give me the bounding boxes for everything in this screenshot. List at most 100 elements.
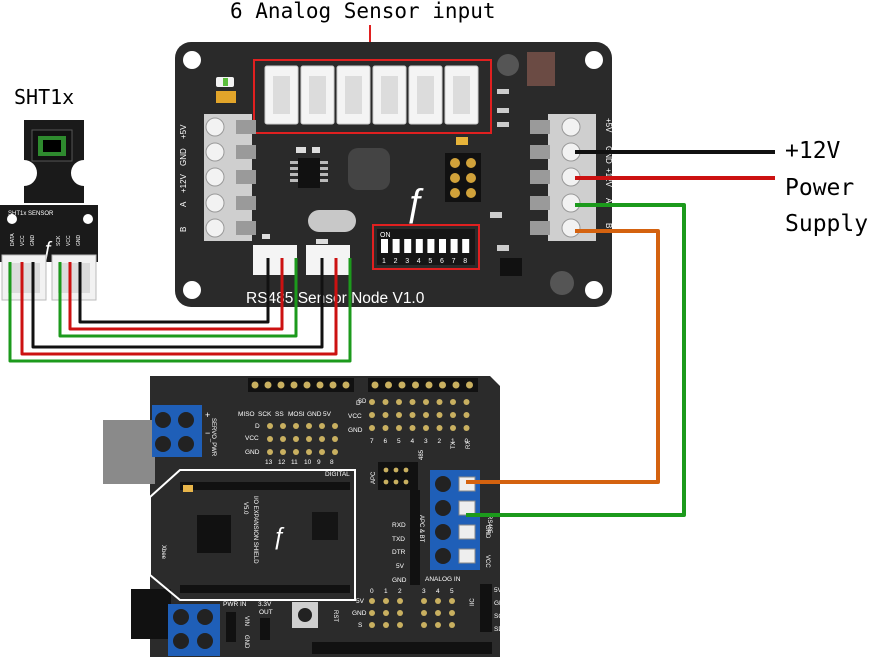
dip-switch-toggle-5[interactable] bbox=[427, 239, 435, 253]
digital-pin bbox=[267, 449, 273, 455]
digital-pin bbox=[450, 412, 456, 418]
digital-pin bbox=[280, 436, 286, 442]
digital-pin bbox=[306, 449, 312, 455]
left-pin-gnd: GND bbox=[179, 148, 188, 166]
analog-5v-label: 5V bbox=[356, 598, 365, 605]
header-pin bbox=[342, 381, 350, 389]
digital-pin bbox=[293, 449, 299, 455]
header-pin bbox=[329, 381, 337, 389]
sht-gnd1-wire bbox=[8, 258, 352, 363]
dip-on-label: ON bbox=[380, 232, 391, 239]
dip-switch-toggle-6[interactable] bbox=[439, 239, 446, 253]
pin-label-9: 9 bbox=[317, 459, 321, 466]
digital-pin bbox=[423, 425, 429, 431]
header-pin bbox=[277, 381, 285, 389]
sht-vcc1-wire bbox=[20, 258, 338, 356]
analog-pin bbox=[435, 622, 441, 628]
analog-pin-label-4: 4 bbox=[436, 588, 440, 595]
digital-pin bbox=[306, 436, 312, 442]
sht1x-pin-data: DATA bbox=[10, 233, 16, 246]
dip-switch-toggle-4[interactable] bbox=[415, 239, 423, 253]
analog-pin bbox=[435, 598, 441, 604]
analog-pin bbox=[369, 598, 375, 604]
isp-gnd: GND bbox=[307, 411, 322, 418]
digital-pin bbox=[396, 412, 402, 418]
digital-pin bbox=[319, 423, 325, 429]
sht1x-pin-vcc1: VCC bbox=[20, 235, 26, 246]
digital-pin bbox=[423, 412, 429, 418]
analog-header-highlight bbox=[253, 59, 492, 134]
digital-pin bbox=[369, 399, 375, 405]
digital-pin bbox=[280, 423, 286, 429]
rs485-a-wire bbox=[466, 203, 686, 517]
left-pin-5v: +5V bbox=[179, 124, 188, 139]
iic-sda: SDA bbox=[494, 626, 508, 633]
isp-5v: 5V bbox=[323, 411, 332, 418]
power-wires bbox=[575, 150, 775, 180]
supply-label: Supply bbox=[785, 211, 868, 237]
rs485-b-wire bbox=[466, 229, 660, 484]
sht-data-wire bbox=[31, 258, 324, 349]
rs485-vcc-label: VCC bbox=[484, 555, 490, 568]
analog-pin bbox=[383, 622, 389, 628]
pin-label-3: 3 bbox=[424, 438, 428, 445]
digital-pin bbox=[396, 399, 402, 405]
sht-sck-wire bbox=[78, 258, 270, 324]
digital-pin bbox=[267, 423, 273, 429]
analog-pin bbox=[383, 610, 389, 616]
digital-pin bbox=[463, 412, 470, 418]
left-pin-b: B bbox=[179, 227, 188, 232]
pin-label-10: 10 bbox=[304, 459, 312, 466]
analog-s-label: S bbox=[358, 622, 363, 629]
power-label: Power bbox=[785, 175, 854, 201]
analog-pin bbox=[435, 610, 441, 616]
right-pin-gnd: GND bbox=[604, 146, 613, 164]
dip-number-3: 3 bbox=[405, 258, 409, 265]
digital-pin bbox=[382, 399, 389, 405]
iic-label: IIC bbox=[470, 598, 476, 606]
analog-pin bbox=[449, 622, 455, 628]
digital-pin bbox=[450, 425, 456, 431]
digital-label: DIGITAL bbox=[325, 471, 350, 478]
xbee-shield-version: V5.0 bbox=[242, 502, 248, 515]
rs485-label: RS485 bbox=[486, 515, 492, 534]
dip-switch-highlight bbox=[372, 224, 480, 270]
pin-label-1: 1 bbox=[451, 438, 455, 445]
dip-number-5: 5 bbox=[428, 258, 432, 265]
sht1x-annotation: SHT1x bbox=[14, 85, 74, 109]
sht1x-logo-icon: ƒ bbox=[42, 238, 53, 260]
analog-pin bbox=[421, 598, 427, 604]
digital-pin bbox=[267, 436, 273, 442]
dip-switch-toggle-3[interactable] bbox=[404, 239, 412, 253]
header-pin bbox=[398, 381, 406, 389]
digital-pin bbox=[463, 425, 470, 431]
dip-switch-toggle-1[interactable] bbox=[381, 239, 388, 253]
dip-switch-toggle-7[interactable] bbox=[450, 239, 458, 253]
dip-switch-toggle-2[interactable] bbox=[392, 239, 400, 253]
digital-pin bbox=[382, 412, 389, 418]
sht1x-pin-gnd1: GND bbox=[30, 235, 36, 247]
dip-switch-toggle-8[interactable] bbox=[462, 239, 470, 253]
rs485-gnd-label: GND bbox=[484, 525, 490, 539]
tx-label: TX bbox=[451, 441, 457, 449]
dip-switch[interactable] bbox=[377, 229, 475, 265]
analog-pin bbox=[421, 610, 427, 616]
servo-pwr-label: SERVO_PWR bbox=[210, 418, 216, 457]
digital-pin bbox=[319, 449, 325, 455]
analog-input-annotation: 6 Analog Sensor input bbox=[230, 0, 496, 23]
svg-text:+: + bbox=[205, 410, 210, 420]
digital-pin bbox=[409, 399, 416, 405]
v33-label: 3.3V bbox=[258, 601, 272, 608]
analog-in-label: ANALOG IN bbox=[425, 576, 461, 583]
analog-pin-label-0: 0 bbox=[370, 588, 374, 595]
analog-pin-label-5: 5 bbox=[450, 588, 454, 595]
digital-pin bbox=[396, 425, 402, 431]
power-voltage-label: +12V bbox=[785, 138, 841, 164]
rs485-jumper-label: 485 bbox=[419, 449, 425, 460]
digital-pin bbox=[369, 412, 375, 418]
analog-pin bbox=[449, 598, 455, 604]
dip-number-2: 2 bbox=[394, 258, 398, 265]
rs485-sensor-node-board: +5V GND +12V A B +5V GND +12V A B bbox=[175, 42, 613, 307]
io-expansion-shield: SERVO_PWR + − SD MISO SCK SS MOSI GND 5V… bbox=[103, 376, 509, 657]
shield-gnd-label-left: GND bbox=[245, 449, 260, 456]
